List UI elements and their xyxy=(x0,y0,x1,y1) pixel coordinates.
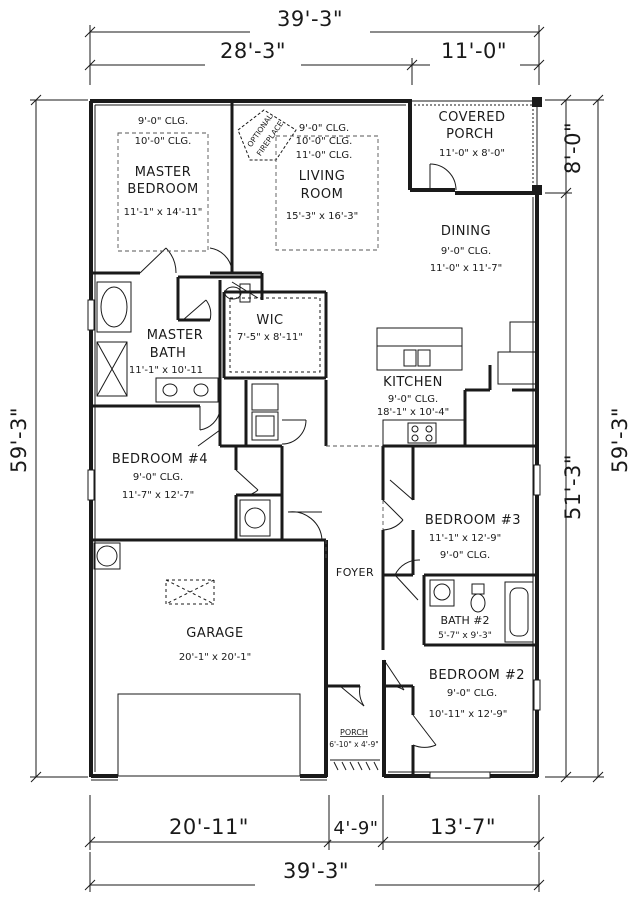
living-room-size: 15'-3" x 16'-3" xyxy=(286,211,358,222)
dim-top-left: 28'-3" xyxy=(220,39,286,63)
open-wall-markers xyxy=(325,445,384,560)
dim-right-upper: 8'-0" xyxy=(561,122,585,174)
garage-label: GARAGE 20'-1" x 20'-1" xyxy=(179,626,251,663)
dimension-lines xyxy=(30,25,604,892)
porch-name: PORCH xyxy=(340,728,368,737)
master-bath-label: MASTER BATH 11'-1" x 10'-11 xyxy=(129,328,203,376)
wic-name: WIC xyxy=(256,313,283,328)
kitchen-name: KITCHEN xyxy=(383,375,443,390)
bedroom4-label: BEDROOM #4 9'-0" CLG. 11'-7" x 12'-7" xyxy=(112,452,208,501)
bedroom4-name: BEDROOM #4 xyxy=(112,452,208,467)
covered-porch-name1: COVERED xyxy=(439,110,506,125)
living-room-clg1: 9'-0" CLG. xyxy=(299,123,349,134)
fireplace-label: OPTIONAL FIREPLACE xyxy=(245,112,285,158)
dim-right-lower: 51'-3" xyxy=(561,454,585,520)
dim-overall-bottom: 39'-3" xyxy=(283,859,349,883)
door-swings xyxy=(139,163,457,748)
wic-label: WIC 7'-5" x 8'-11" xyxy=(237,313,303,343)
dim-bottom-left: 20'-11" xyxy=(169,815,249,839)
covered-porch-name2: PORCH xyxy=(446,127,494,142)
living-room-name2: ROOM xyxy=(301,187,344,202)
bath2-label: BATH #2 5'-7" x 9'-3" xyxy=(438,614,492,641)
master-bath-name1: MASTER xyxy=(147,328,204,343)
windows xyxy=(87,299,541,779)
dining-clg: 9'-0" CLG. xyxy=(441,246,491,257)
bedroom3-label: BEDROOM #3 11'-1" x 12'-9" 9'-0" CLG. xyxy=(425,513,521,561)
living-room-clg2: 10'-0" CLG. xyxy=(296,136,353,147)
covered-porch-outline xyxy=(412,100,538,193)
fixtures xyxy=(93,109,537,777)
bath2-name: BATH #2 xyxy=(441,614,490,627)
dim-top-right: 11'-0" xyxy=(441,39,507,63)
dining-label: DINING 9'-0" CLG. 11'-0" x 11'-7" xyxy=(430,224,502,274)
kitchen-clg: 9'-0" CLG. xyxy=(388,394,438,405)
living-room-label: 9'-0" CLG. 10'-0" CLG. 11'-0" CLG. LIVIN… xyxy=(286,123,358,222)
living-room-name1: LIVING xyxy=(299,169,346,184)
ceiling-outlines xyxy=(117,132,379,252)
bedroom2-label: BEDROOM #2 9'-0" CLG. 10'-11" x 12'-9" xyxy=(429,668,525,720)
garage-name: GARAGE xyxy=(186,626,243,641)
bedroom3-size: 11'-1" x 12'-9" xyxy=(429,533,501,544)
bedroom2-name: BEDROOM #2 xyxy=(429,668,525,683)
master-bedroom-name1: MASTER xyxy=(135,165,192,180)
foyer-name: FOYER xyxy=(336,566,374,579)
dining-name: DINING xyxy=(441,224,491,239)
covered-porch-label: COVERED PORCH 11'-0" x 8'-0" xyxy=(439,110,506,159)
bath2-size: 5'-7" x 9'-3" xyxy=(438,631,492,641)
dining-size: 11'-0" x 11'-7" xyxy=(430,263,502,274)
dim-overall-left: 59'-3" xyxy=(7,407,31,473)
master-bath-size: 11'-1" x 10'-11 xyxy=(129,365,203,376)
bedroom3-clg: 9'-0" CLG. xyxy=(440,550,490,561)
master-bath-name2: BATH xyxy=(150,346,187,361)
dim-overall-top: 39'-3" xyxy=(277,7,343,31)
master-bedroom-size: 11'-1" x 14'-11" xyxy=(124,207,203,218)
covered-porch-size: 11'-0" x 8'-0" xyxy=(439,148,505,159)
dim-overall-right: 59'-3" xyxy=(608,407,632,473)
bedroom4-clg: 9'-0" CLG. xyxy=(133,472,183,483)
master-bedroom-label: 9'-0" CLG. 10'-0" CLG. MASTER BEDROOM 11… xyxy=(124,116,203,218)
wic-size: 7'-5" x 8'-11" xyxy=(237,332,303,343)
master-bedroom-clg1: 9'-0" CLG. xyxy=(138,116,188,127)
master-bedroom-clg2: 10'-0" CLG. xyxy=(135,136,192,147)
garage-size: 20'-1" x 20'-1" xyxy=(179,652,251,663)
master-bedroom-name2: BEDROOM xyxy=(127,182,198,197)
living-room-clg3: 11'-0" CLG. xyxy=(296,150,353,161)
kitchen-label: KITCHEN 9'-0" CLG. 18'-1" x 10'-4" xyxy=(377,375,449,418)
bedroom2-size: 10'-11" x 12'-9" xyxy=(429,709,508,720)
bedroom3-name: BEDROOM #3 xyxy=(425,513,521,528)
foyer-label: FOYER xyxy=(336,566,374,579)
dim-bottom-right: 13'-7" xyxy=(430,815,496,839)
bedroom2-clg: 9'-0" CLG. xyxy=(447,688,497,699)
porch-label: PORCH 6'-10" x 4'-9" xyxy=(329,728,379,749)
bedroom4-size: 11'-7" x 12'-7" xyxy=(122,490,194,501)
dim-bottom-mid: 4'-9" xyxy=(333,818,378,839)
kitchen-size: 18'-1" x 10'-4" xyxy=(377,407,449,418)
porch-size: 6'-10" x 4'-9" xyxy=(329,740,379,749)
